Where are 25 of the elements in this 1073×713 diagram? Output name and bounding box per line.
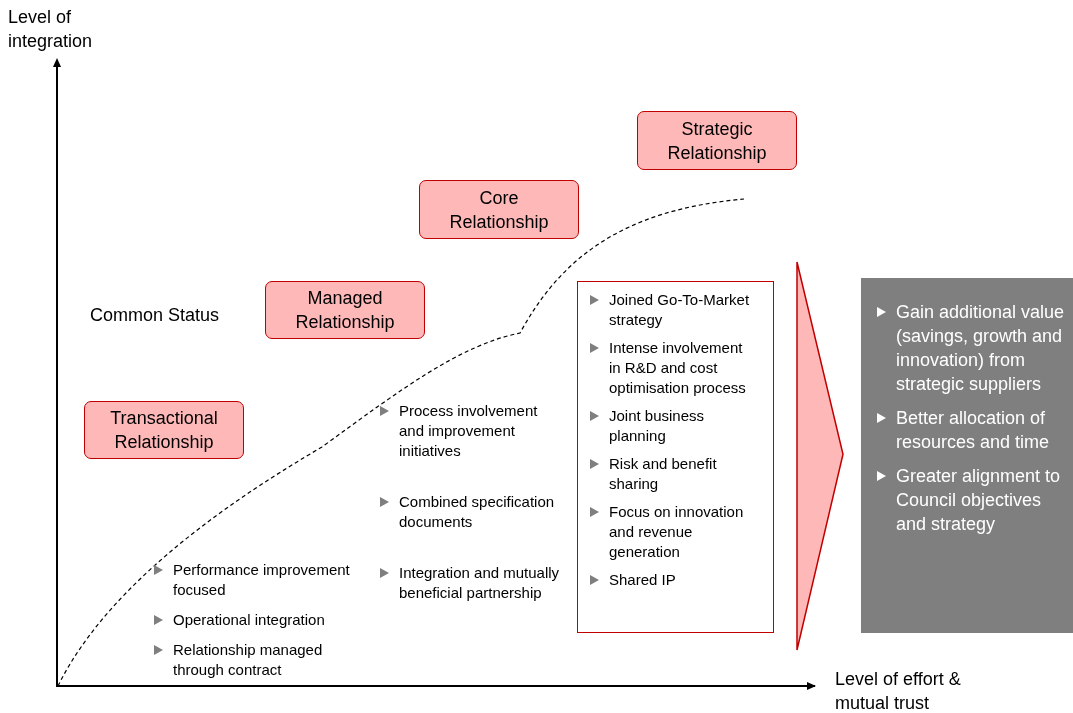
stage-box: Core Relationship: [419, 180, 579, 239]
bullet-text: Integration and mutually beneficial partnership: [399, 564, 560, 601]
bullet-text: Operational integration: [173, 611, 325, 628]
feature-list-box: [577, 281, 774, 633]
bullet-text: Process involvement and improvement initiatives: [399, 402, 538, 459]
stage-box: Strategic Relationship: [637, 111, 797, 170]
stage-box: Transactional Relationship: [84, 401, 244, 459]
bullet-text: Intense involvement in R&D and cost optimisation process: [609, 339, 746, 396]
stage-box: Managed Relationship: [265, 281, 425, 339]
bullet-text: Greater alignment to Council objectives and strategy: [896, 466, 1061, 534]
bullet-text: Better allocation of resources and time: [896, 408, 1050, 452]
axis-label: Level of effort & mutual trust: [835, 668, 962, 713]
bullet-text: Combined specification documents: [399, 493, 555, 530]
benefit-panel: [861, 278, 1073, 633]
bullet-text: Joint business planning: [609, 407, 705, 444]
bullet-text: Focus on innovation and revenue generation: [609, 503, 744, 560]
bullet-text: Relationship managed through contract: [173, 641, 323, 678]
bullet-text: Shared IP: [609, 571, 676, 588]
bullet-text: Joined Go-To-Market strategy: [609, 291, 750, 328]
bullet-text: Performance improvement focused: [173, 561, 350, 598]
axis-label: Level of integration: [8, 6, 94, 53]
chevron-arrow: [796, 261, 844, 651]
status-label: Common Status: [90, 304, 221, 327]
bullet-text: Risk and benefit sharing: [609, 455, 717, 492]
bullet-text: Gain additional value (savings, growth and innovation) from strategic suppliers: [896, 302, 1065, 394]
